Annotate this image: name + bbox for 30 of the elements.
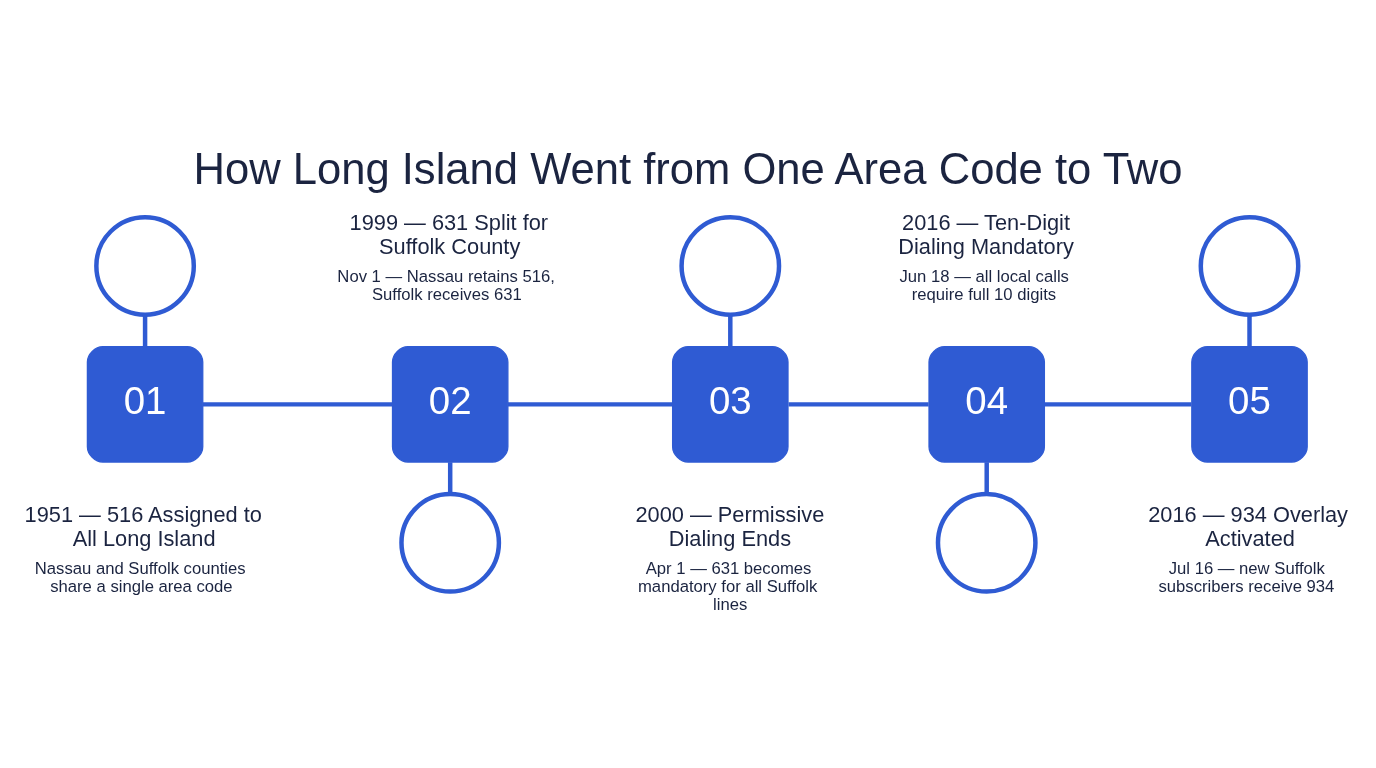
connector — [788, 401, 929, 407]
connector — [507, 401, 673, 407]
node-label: Apr 1 — 631 becomes mandatory for all Suffolk lines — [638, 558, 818, 614]
node-label: Jun 18 — all local calls require full 10 digits — [899, 266, 1069, 304]
node-box: 02 — [391, 345, 509, 463]
node-box: 05 — [1191, 345, 1308, 463]
node-circle — [935, 491, 1038, 594]
connector — [1044, 401, 1192, 407]
node-label: Nassau and Suffolk counties share a single area code — [34, 558, 246, 596]
node-label: 2016 — 934 Overlay Activated — [1148, 501, 1349, 551]
node-label: Jul 16 — new Suffolk subscribers receive 934 — [1158, 558, 1335, 596]
connector — [142, 314, 148, 347]
diagram-title: How Long Island Went from One Area Code to Two — [193, 144, 1183, 193]
node-label: 1951 — 516 Assigned to All Long Island — [24, 501, 262, 551]
node-box: 04 — [928, 345, 1046, 463]
connector — [728, 314, 733, 347]
node-box: 03 — [672, 345, 789, 463]
node-circle — [399, 491, 502, 594]
node-circle — [679, 214, 782, 317]
node-label: Nov 1 — Nassau retains 516, Suffolk receives 631 — [337, 266, 555, 304]
node-label: 2016 — Ten-Digit Dialing Mandatory — [898, 209, 1074, 259]
node-box: 01 — [86, 345, 204, 463]
node-circle — [94, 214, 197, 317]
connector — [984, 461, 989, 494]
node-label: 2000 — Permissive Dialing Ends — [635, 501, 825, 551]
connector — [447, 461, 453, 494]
node-circle — [1198, 214, 1301, 317]
connector — [1247, 314, 1252, 347]
connector — [202, 401, 393, 407]
node-label: 1999 — 631 Split for Suffolk County — [349, 209, 549, 259]
